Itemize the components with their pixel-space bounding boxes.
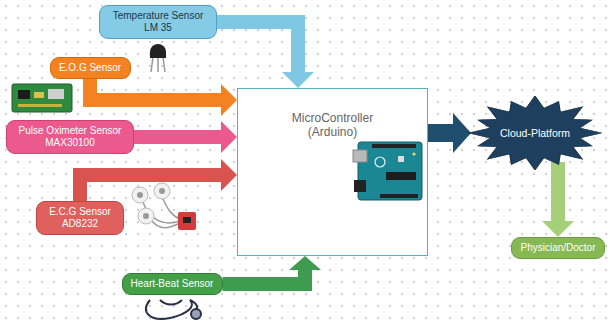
cloud-starburst: Cloud-Platform — [468, 96, 602, 170]
arrow-head — [221, 159, 237, 191]
block-arrow — [428, 113, 471, 153]
arrow-head — [282, 72, 314, 88]
starburst-outline — [468, 96, 602, 170]
arrow-shaft — [134, 130, 222, 144]
sensor-box: Pulse Oximeter Sensor MAX30100 — [6, 120, 134, 154]
block-arrow — [217, 22, 314, 88]
arrow-head — [221, 84, 237, 116]
node-label: Physician/Doctor — [520, 242, 595, 254]
transistor-icon — [150, 44, 166, 72]
sensor-box: Temperature Sensor LM 35 — [99, 5, 217, 39]
block-arrow — [80, 159, 237, 201]
block-arrow — [542, 162, 574, 237]
sensor-box: E.O.G Sensor — [50, 57, 131, 79]
stethoscope-icon — [146, 300, 201, 319]
sensor-box: E.C.G Sensor AD8232 — [36, 201, 124, 235]
node-label: MicroController (Arduino) — [278, 111, 388, 140]
arrow-head — [221, 121, 237, 153]
arrow-shaft — [80, 175, 222, 201]
block-arrow — [134, 121, 237, 153]
arrow-shaft — [551, 162, 565, 222]
arrow-shaft — [428, 124, 454, 142]
arrow-shaft — [90, 79, 222, 100]
output-box: Physician/Doctor — [511, 237, 605, 259]
node-label: Cloud-Platform — [500, 127, 570, 140]
arrow-shaft — [223, 269, 306, 284]
sensor-box: Heart-Beat Sensor — [122, 273, 223, 295]
arduino-board — [353, 142, 422, 200]
node-label: Temperature Sensor LM 35 — [108, 10, 208, 34]
node-label: Heart-Beat Sensor — [131, 278, 214, 290]
microcontroller-box: MicroController (Arduino) — [237, 88, 428, 256]
node-label: Pulse Oximeter Sensor MAX30100 — [15, 125, 125, 149]
node-label: E.C.G Sensor AD8232 — [45, 206, 115, 230]
ecg-electrodes — [132, 183, 196, 230]
box-ground — [237, 88, 428, 256]
arrow-head — [289, 256, 321, 270]
block-arrow — [223, 256, 322, 284]
node-label: E.O.G Sensor — [59, 62, 121, 74]
arrow-shaft — [217, 22, 298, 73]
block-arrow — [90, 79, 237, 116]
eog-board — [12, 84, 72, 112]
arrow-head — [542, 221, 574, 237]
